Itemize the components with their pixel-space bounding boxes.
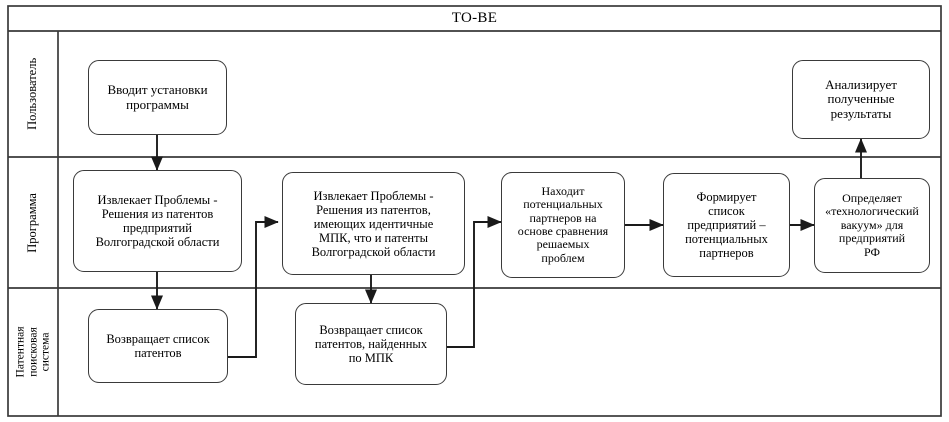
node-find-potential-partners[interactable]: Находит потенциальных партнеров на основ… xyxy=(501,172,625,278)
lane-label-program: Программа xyxy=(8,157,58,288)
edge-n9-n5 xyxy=(447,215,502,348)
connector-set xyxy=(150,135,868,358)
lane-label-patent-search-system: Патентная поисковая система xyxy=(8,288,58,416)
lane-label-user-text: Пользователь xyxy=(25,57,40,131)
lane-label-user: Пользователь xyxy=(8,31,58,157)
node-extract-problems-same-ipc[interactable]: Извлекает Проблемы - Решения из патентов… xyxy=(282,172,465,275)
edge-n8-n4 xyxy=(228,215,279,358)
node-return-patent-list[interactable]: Возвращает список патентов xyxy=(88,309,228,383)
node-extract-problems-volgograd[interactable]: Извлекает Проблемы - Решения из патентов… xyxy=(73,170,242,272)
node-form-partner-list[interactable]: Формирует список предприятий – потенциал… xyxy=(663,173,790,277)
node-return-patent-list-by-ipc[interactable]: Возвращает список патентов, найденных по… xyxy=(295,303,447,385)
lane-label-patent-search-system-text: Патентная поисковая система xyxy=(14,326,52,378)
node-analyze-results[interactable]: Анализирует полученные результаты xyxy=(792,60,930,139)
node-determine-technology-vacuum[interactable]: Определяет «технологический вакуум» для … xyxy=(814,178,930,273)
node-enter-program-settings[interactable]: Вводит установки программы xyxy=(88,60,227,135)
diagram-title: TO-BE xyxy=(451,10,498,26)
lane-label-program-text: Программа xyxy=(25,192,40,253)
